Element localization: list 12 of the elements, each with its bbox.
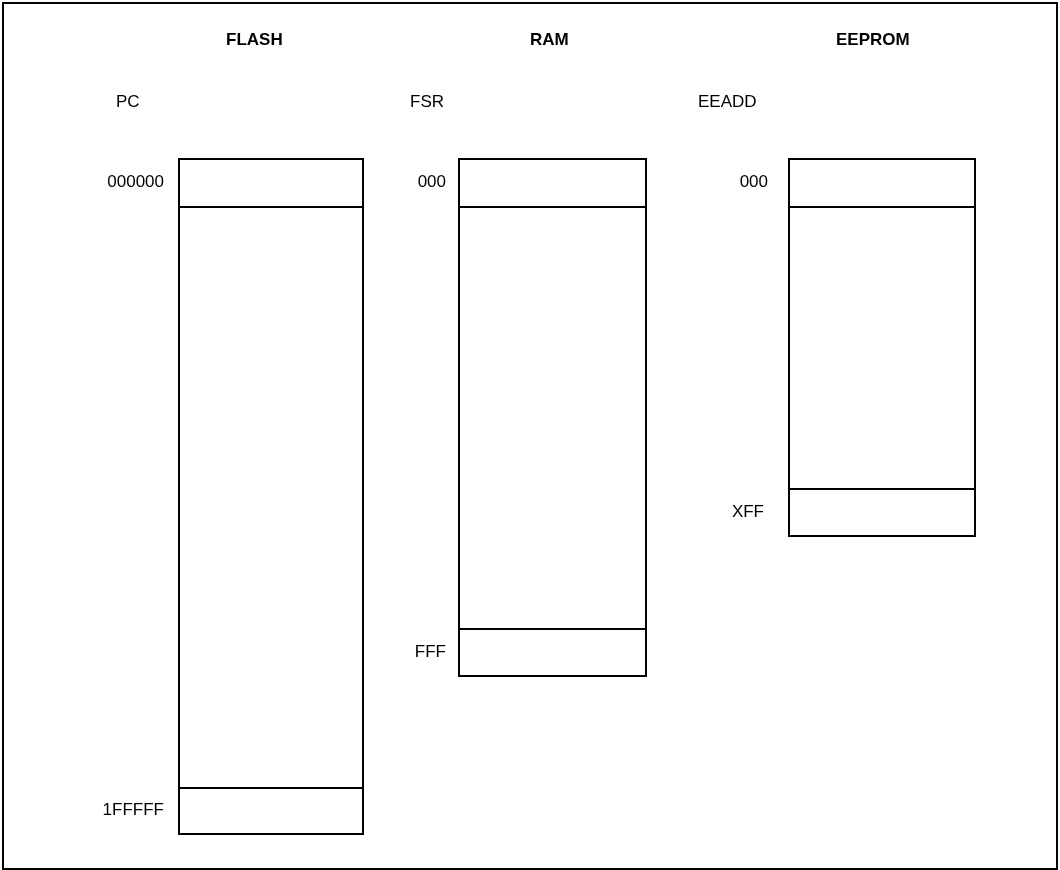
register-label: FSR <box>410 92 444 112</box>
memory-heading: EEPROM <box>836 30 910 50</box>
memory-heading: FLASH <box>226 30 283 50</box>
address-label: FFF <box>414 641 446 662</box>
register-label: PC <box>116 92 140 112</box>
address-label: 000000 <box>107 172 164 192</box>
address-label: 000 <box>417 172 446 192</box>
address-label: 000 <box>739 172 768 192</box>
address-label: XFF <box>731 501 764 522</box>
address-label: 1FFFFF <box>102 800 164 820</box>
register-label: EEADD <box>698 92 757 112</box>
memory-heading: RAM <box>530 30 569 50</box>
